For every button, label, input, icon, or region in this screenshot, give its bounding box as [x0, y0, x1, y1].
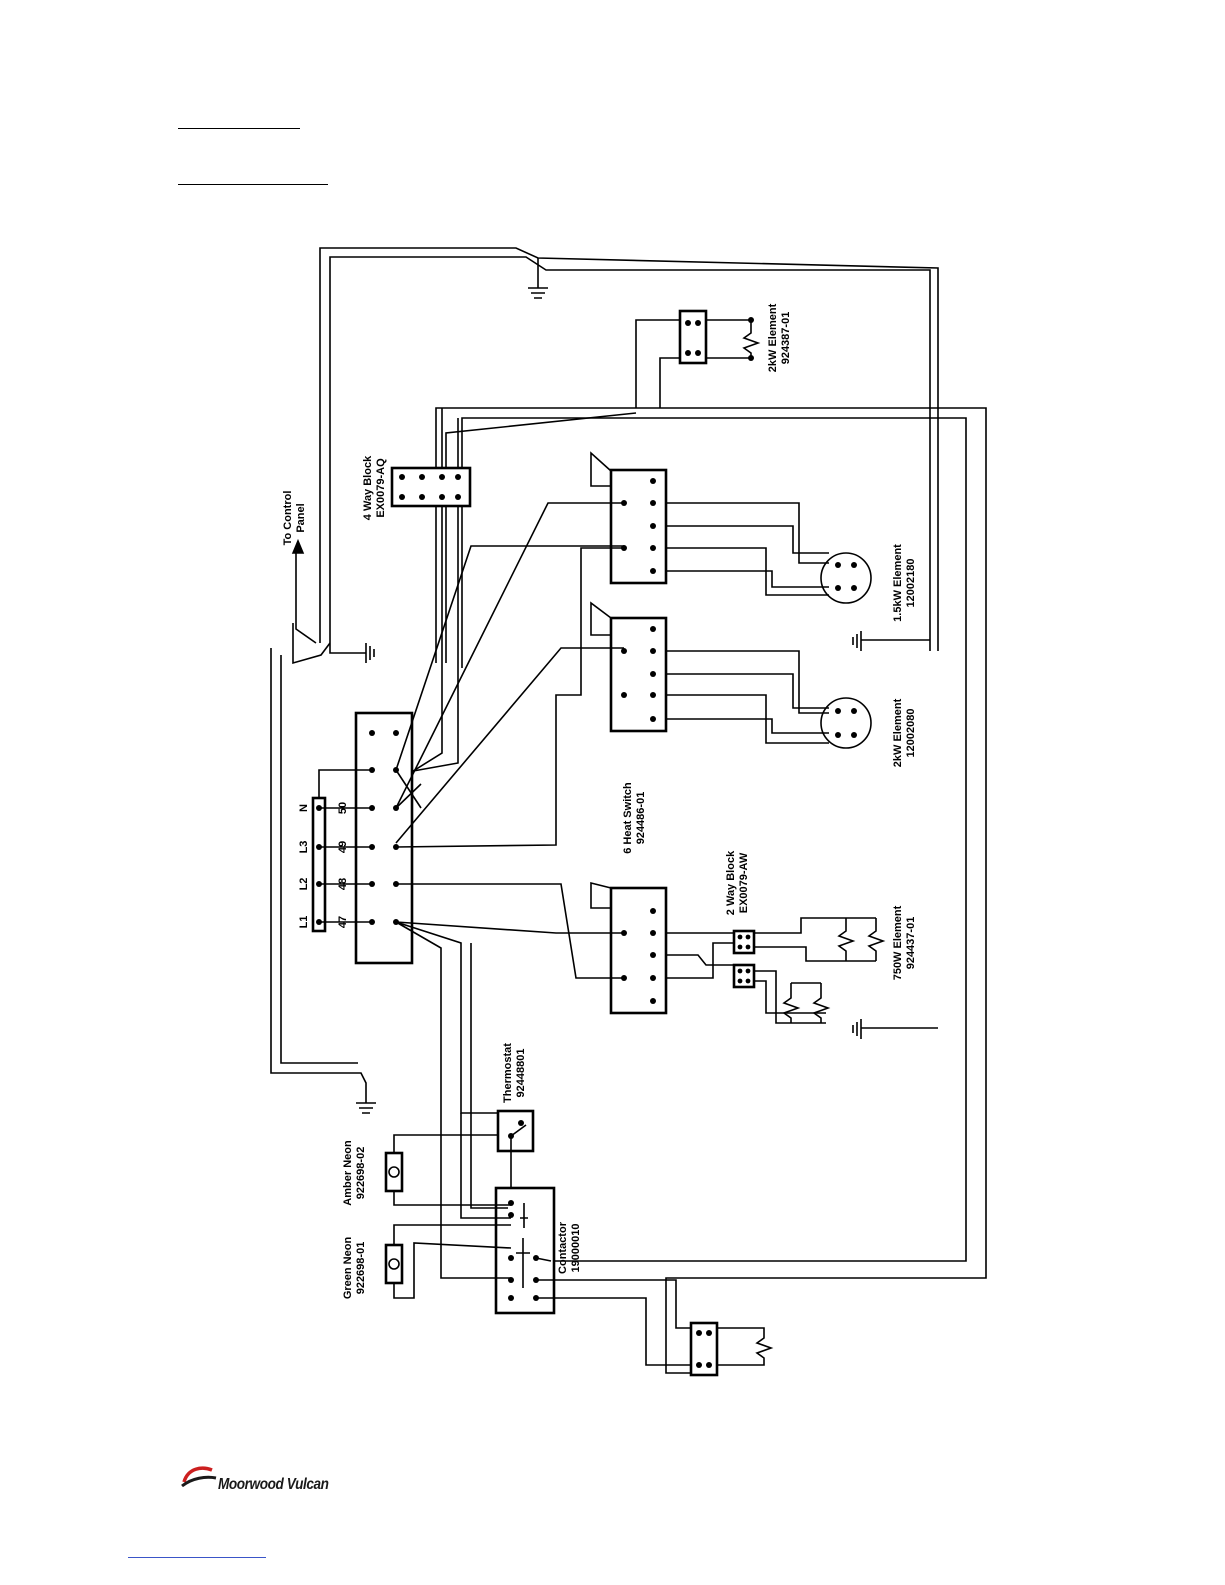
label-contactor-0: Contactor	[557, 1221, 569, 1274]
footer-link[interactable]	[128, 1557, 266, 1558]
switch-module-mid	[591, 603, 666, 731]
logo-swoosh-icon	[178, 1460, 218, 1490]
element-2kw-ring	[666, 651, 871, 748]
switch-module-top	[591, 453, 666, 583]
supply-wire-48: 48	[337, 878, 349, 890]
element-bottom	[536, 1280, 771, 1375]
label-element-750w-1: 924437-01	[905, 917, 917, 970]
supply-label-n: N	[298, 804, 310, 812]
element-15kw	[666, 503, 871, 603]
supply-wire-49: 49	[337, 841, 349, 853]
label-two-way-block-0: 2 Way Block	[725, 850, 737, 915]
label-element-2kw-top-0: 2kW Element	[767, 303, 779, 372]
label-element-2kw-top-1: 924387-01	[780, 312, 792, 365]
label-amber-neon-0: Amber Neon	[342, 1140, 354, 1206]
supply-label-l1: L1	[298, 916, 310, 929]
label-element-15kw-0: 1.5kW Element	[892, 544, 904, 622]
header-rule-1	[178, 128, 300, 129]
label-four-way-block-1: EX0079-AQ	[375, 458, 387, 518]
contactor	[496, 1188, 554, 1313]
label-element-2kw-ring-1: 12002080	[905, 709, 917, 758]
label-contactor-1: 19000010	[570, 1224, 582, 1273]
supply-label-l2: L2	[298, 878, 310, 891]
two-way-block	[666, 918, 883, 1023]
label-element-15kw-1: 12002180	[905, 559, 917, 608]
label-green-neon-1: 922698-01	[355, 1242, 367, 1295]
switch-wiring	[396, 503, 624, 1123]
switch-module-bot	[591, 883, 666, 1013]
supply-wire-50: 50	[337, 802, 349, 814]
label-thermostat-0: Thermostat	[502, 1043, 514, 1103]
header-rule-2	[178, 184, 328, 185]
label-element-2kw-ring-0: 2kW Element	[892, 698, 904, 767]
label-four-way-block-0: 4 Way Block	[362, 455, 374, 520]
thermostat	[498, 1111, 533, 1193]
green-neon	[386, 1225, 511, 1298]
supply-wire-47: 47	[337, 916, 349, 928]
logo-text: Moorwood Vulcan	[218, 1476, 328, 1494]
label-heat-switch-1: 924486-01	[635, 792, 647, 845]
label-amber-neon-1: 922698-02	[355, 1147, 367, 1200]
label-control-panel-1: Panel	[295, 503, 307, 532]
label-two-way-block-1: EX0079-AW	[738, 852, 750, 913]
label-thermostat-1: 92448801	[515, 1049, 527, 1098]
supply-label-l3: L3	[298, 841, 310, 854]
label-element-750w-0: 750W Element	[892, 905, 904, 980]
label-control-panel-0: To Control	[282, 491, 294, 546]
amber-neon	[386, 1135, 511, 1205]
label-heat-switch-0: 6 Heat Switch	[622, 782, 634, 854]
label-green-neon-0: Green Neon	[342, 1237, 354, 1300]
